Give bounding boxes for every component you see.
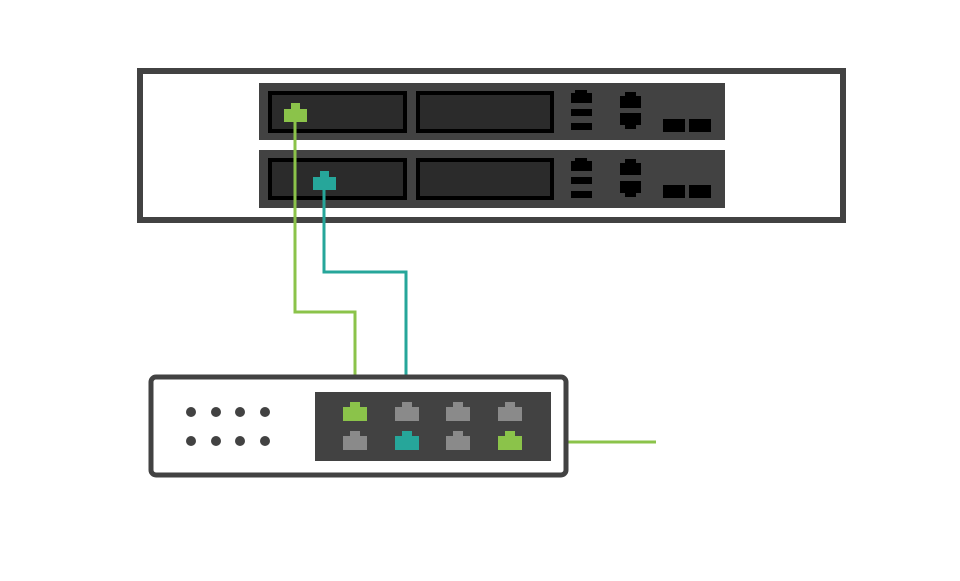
server-chassis [137,68,846,223]
switch-port-3 [446,402,470,421]
sfp-ports-icon [663,119,711,132]
switch-port-7 [446,431,470,450]
switch-port-2 [395,402,419,421]
drive-bay-right [416,91,554,133]
module-2-port-teal [313,171,336,190]
cable-teal-module2-to-switch [322,190,408,434]
drive-bay-right [416,158,554,200]
switch-port-6 [395,431,419,450]
switch-port-8 [498,431,522,450]
server-module-1 [259,83,725,140]
server-module-2 [259,150,725,208]
switch-port-1 [343,402,367,421]
network-switch [148,374,569,478]
status-leds [186,407,270,446]
usb-ports-icon [571,158,592,198]
ethernet-ports-icon [620,159,641,197]
ethernet-ports-icon [620,92,641,129]
switch-port-4 [498,402,522,421]
drive-bay-left [268,158,407,200]
cable-green-module1-to-switch [293,122,357,406]
sfp-ports-icon [663,185,711,198]
usb-ports-icon [571,90,592,130]
switch-port-5 [343,431,367,450]
module-1-port-green [284,103,307,122]
